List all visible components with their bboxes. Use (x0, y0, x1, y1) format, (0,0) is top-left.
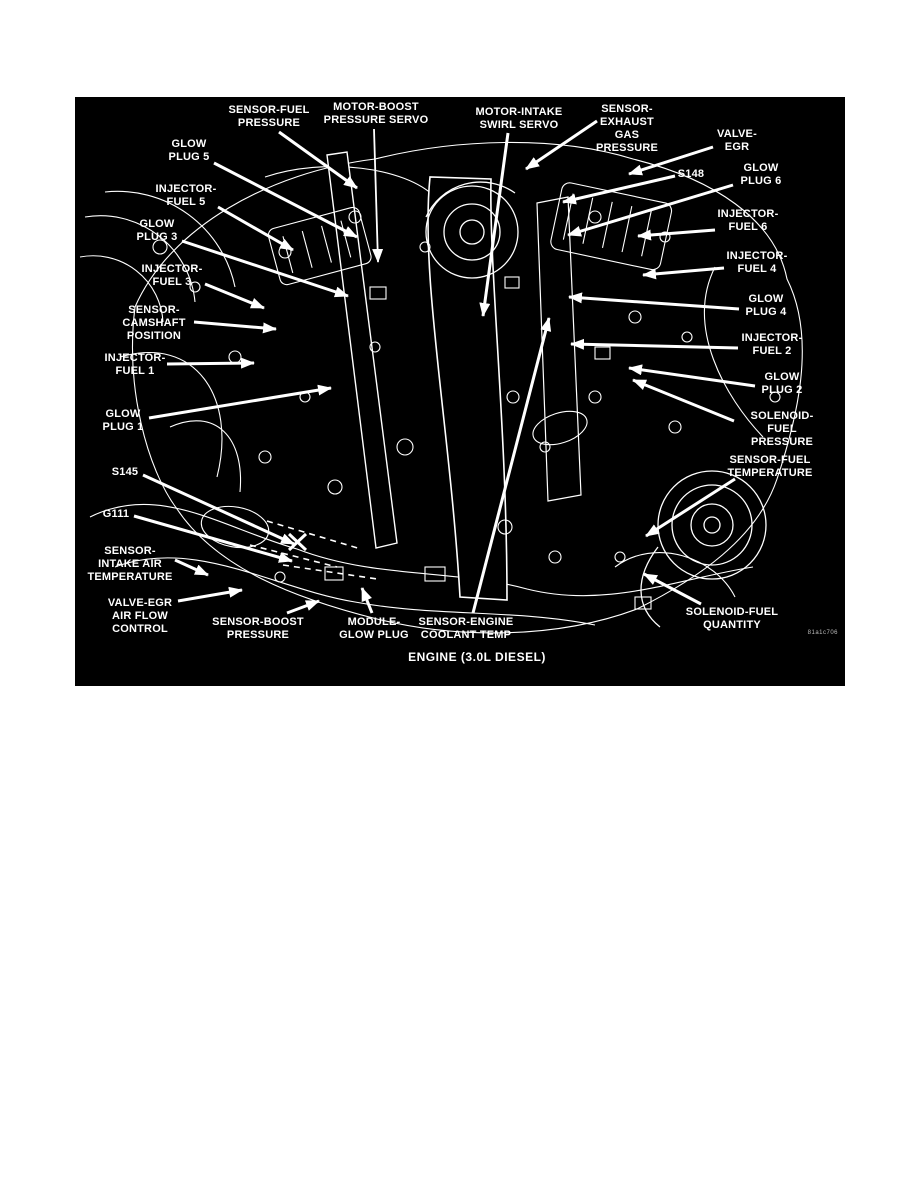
label-glow-plug-1: GLOW PLUG 1 (102, 408, 144, 433)
injector-fuel-6-arrow (637, 228, 716, 241)
label-valve-egr: VALVE- EGR (717, 128, 757, 153)
label-sensor-boost-pressure: SENSOR-BOOST PRESSURE (212, 616, 304, 641)
injector-fuel-2-arrow (570, 338, 739, 350)
injector-fuel-3-arrow (204, 282, 265, 310)
glow-plug-4-arrow (568, 292, 740, 311)
label-motor-intake-swirl-servo: MOTOR-INTAKE SWIRL SERVO (475, 106, 563, 131)
module-glow-plug-arrow (360, 587, 374, 614)
sensor-engine-coolant-temp-arrow (471, 317, 552, 614)
turbocharger (425, 181, 519, 279)
engine-line-art (79, 119, 803, 634)
label-glow-plug-6: GLOW PLUG 6 (740, 162, 782, 187)
label-solenoid-fuel-pressure: SOLENOID-FUEL PRESSURE (750, 410, 814, 448)
g111-arrow (133, 514, 293, 563)
glow-plug-3-arrow (181, 239, 349, 298)
label-injector-fuel-4: INJECTOR- FUEL 4 (726, 250, 788, 275)
sensor-boost-pressure-arrow (286, 599, 320, 615)
label-g111: G111 (102, 508, 130, 520)
label-injector-fuel-3: INJECTOR- FUEL 3 (141, 263, 203, 288)
right-dark-strip (536, 196, 582, 502)
injector-fuel-5-arrow (217, 205, 294, 252)
motor-intake-swirl-servo-arrow (479, 132, 510, 317)
label-sensor-exhaust-gas-pressure: SENSOR- EXHAUST GAS PRESSURE (595, 103, 659, 154)
label-sensor-engine-coolant-temp: SENSOR-ENGINE COOLANT TEMP (418, 616, 514, 641)
solenoid-fuel-quantity-arrow (643, 572, 702, 606)
valve-egr-air-flow-control-arrow (177, 586, 243, 603)
glow-plug-6-arrow (567, 183, 734, 237)
callout-labels: SENSOR-FUEL PRESSURE MOTOR-BOOST PRESSURE… (75, 97, 845, 686)
label-glow-plug-5: GLOW PLUG 5 (168, 138, 210, 163)
label-glow-plug-3: GLOW PLUG 3 (136, 218, 178, 243)
label-s148: S148 (677, 168, 705, 180)
wiring-harness-dashed (249, 520, 378, 580)
label-sensor-camshaft-position: SENSOR- CAMSHAFT POSITION (122, 304, 186, 342)
sensor-camshaft-position-arrow (193, 320, 277, 334)
label-s145: S145 (111, 466, 139, 478)
figure-code: 81a1c706 (807, 630, 838, 636)
label-glow-plug-4: GLOW PLUG 4 (745, 293, 787, 318)
solenoid-fuel-pressure-arrow (632, 378, 735, 423)
label-injector-fuel-1: INJECTOR- FUEL 1 (104, 352, 166, 377)
label-glow-plug-2: GLOW PLUG 2 (761, 371, 803, 396)
bolt-details (152, 210, 781, 610)
label-injector-fuel-5: INJECTOR- FUEL 5 (155, 183, 217, 208)
sensor-fuel-pressure-arrow (278, 130, 358, 190)
sensor-exhaust-gas-pressure-arrow (525, 119, 598, 171)
rocker-covers (200, 182, 673, 549)
label-sensor-fuel-temperature: SENSOR-FUEL TEMPERATURE (727, 454, 813, 479)
injector-fuel-1-arrow (166, 357, 255, 369)
label-sensor-intake-air-temperature: SENSOR- INTAKE AIR TEMPERATURE (87, 545, 173, 583)
s145-arrow (142, 473, 295, 546)
sensor-intake-air-temperature-arrow (174, 558, 209, 577)
glow-plug-1-arrow (148, 384, 332, 420)
sensor-fuel-temperature-arrow (645, 477, 736, 538)
injector-fuel-4-arrow (642, 266, 725, 280)
motor-boost-pressure-servo-arrow (372, 128, 384, 263)
label-injector-fuel-6: INJECTOR- FUEL 6 (717, 208, 779, 233)
s148-arrow (562, 174, 676, 205)
label-motor-boost-pressure-servo: MOTOR-BOOST PRESSURE SERVO (323, 101, 429, 126)
figure-title: ENGINE (3.0L DIESEL) (408, 650, 546, 664)
label-valve-egr-air-flow-control: VALVE-EGR AIR FLOW CONTROL (107, 597, 173, 635)
valve-egr-arrow (628, 145, 714, 176)
fuel-rail-strip (326, 151, 398, 549)
label-injector-fuel-2: INJECTOR- FUEL 2 (741, 332, 803, 357)
callout-arrows (133, 119, 756, 615)
glow-plug-5-arrow (213, 161, 358, 239)
label-module-glow-plug: MODULE- GLOW PLUG (339, 616, 409, 641)
label-solenoid-fuel-quantity: SOLENOID-FUEL QUANTITY (685, 606, 779, 631)
engine-silhouette (79, 141, 803, 634)
engine-component-diagram: SENSOR-FUEL PRESSURE MOTOR-BOOST PRESSURE… (75, 97, 845, 686)
glow-plug-2-arrow (628, 364, 756, 388)
label-sensor-fuel-pressure: SENSOR-FUEL PRESSURE (228, 104, 310, 129)
